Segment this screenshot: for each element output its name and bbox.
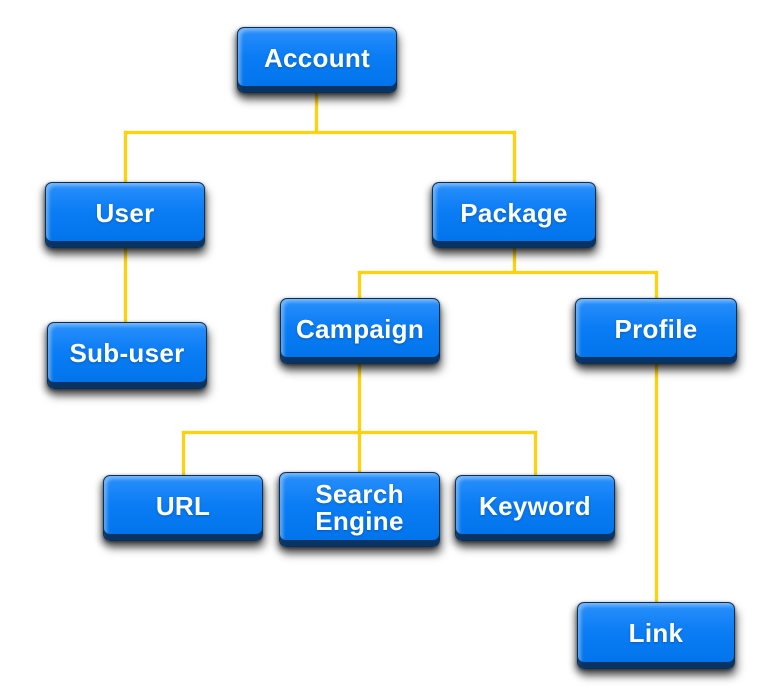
connector-segment — [124, 131, 516, 134]
connector-segment — [358, 431, 361, 473]
connector-segment — [358, 271, 361, 299]
node-label: Profile — [614, 313, 698, 344]
connector-segment — [655, 363, 658, 603]
node-keyword: Keyword — [455, 475, 615, 541]
connector-segment — [534, 431, 537, 476]
connector-segment — [358, 271, 658, 274]
node-url: URL — [103, 475, 263, 541]
connector-segment — [315, 92, 318, 133]
node-label: Keyword — [479, 490, 591, 521]
node-campaign: Campaign — [280, 298, 440, 364]
node-search-engine: Search Engine — [279, 472, 440, 547]
connector-segment — [513, 131, 516, 183]
connector-segment — [124, 131, 127, 183]
node-link: Link — [577, 602, 735, 669]
node-label: Campaign — [295, 313, 425, 344]
node-label: Link — [628, 618, 684, 649]
node-account: Account — [237, 27, 397, 93]
node-user: User — [45, 182, 205, 248]
node-label: Account — [263, 42, 371, 73]
connector-segment — [513, 247, 516, 273]
connector-segment — [182, 431, 185, 476]
connector-segment — [358, 363, 361, 433]
node-package: Package — [432, 182, 596, 248]
connector-segment — [124, 247, 127, 323]
node-label: Search Engine — [315, 478, 404, 536]
node-label: URL — [155, 490, 211, 521]
node-label: Sub-user — [69, 338, 185, 369]
connector-segment — [655, 271, 658, 299]
node-sub-user: Sub-user — [47, 322, 207, 389]
node-label: User — [95, 197, 155, 228]
node-profile: Profile — [575, 298, 737, 364]
node-label: Package — [460, 197, 568, 228]
